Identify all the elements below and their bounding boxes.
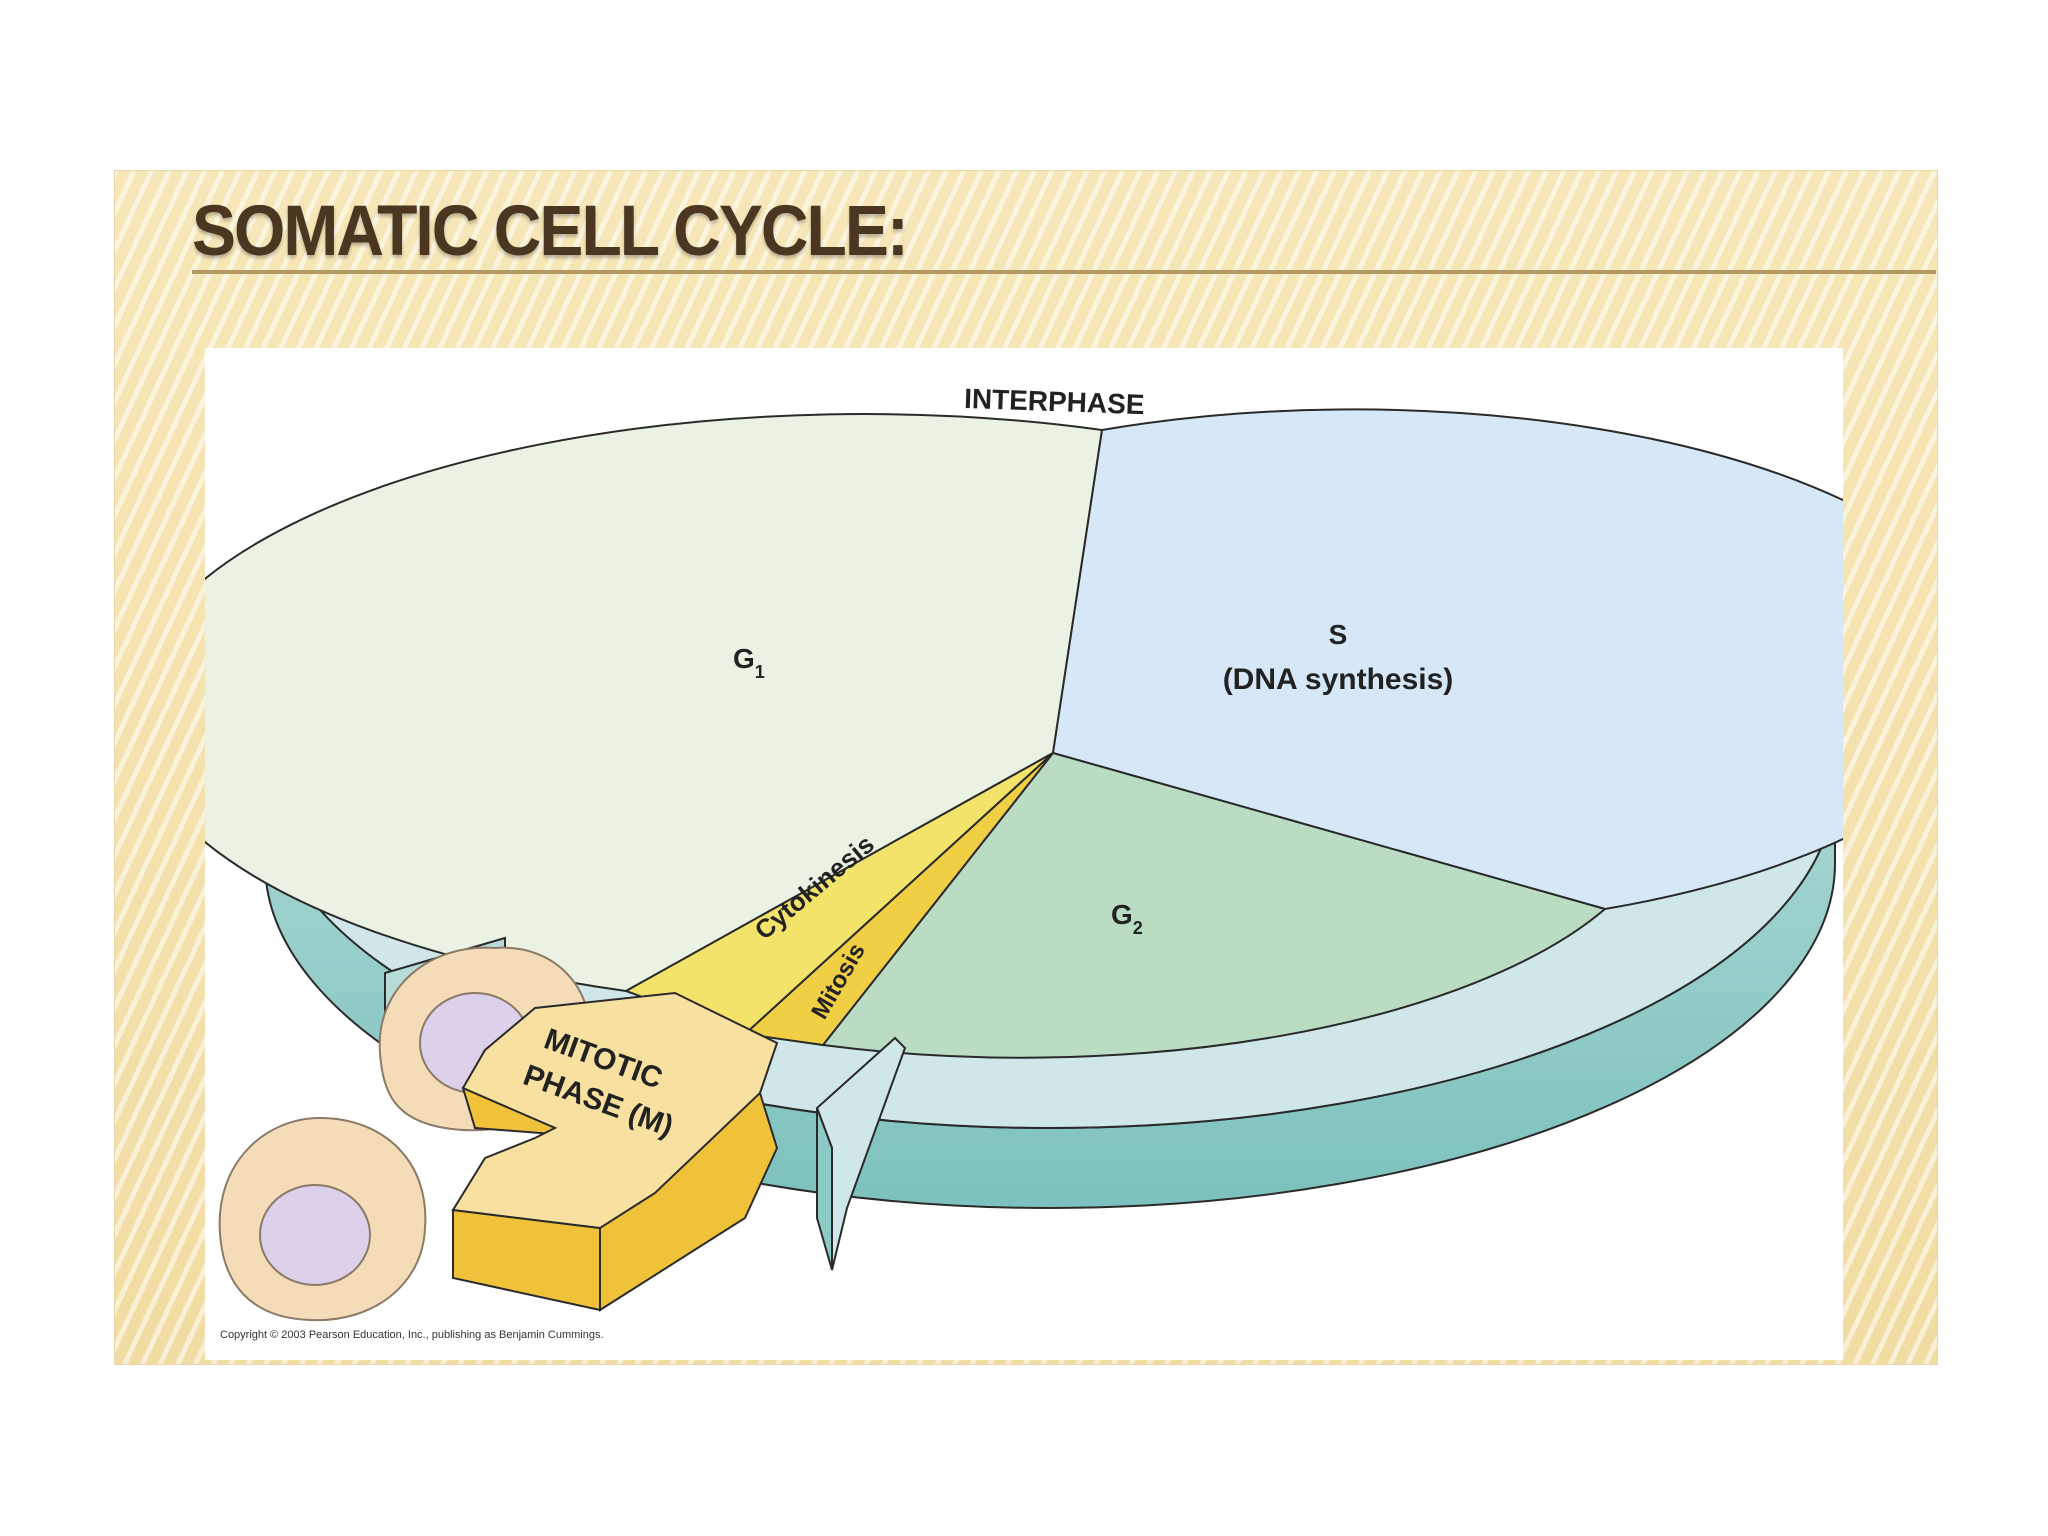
copyright-notice: Copyright © 2003 Pearson Education, Inc.… [220,1329,604,1341]
daughter-cell-lower [218,1116,427,1322]
g1-sector [205,413,1104,993]
g2-label: G2 [1111,899,1143,938]
g1-label: G1 [733,643,765,682]
title-underline [192,270,1936,274]
mitotic-phase-arrow [451,991,779,1230]
dna-synthesis-label: (DNA synthesis) [1223,663,1454,696]
interphase-label: INTERPHASE [964,383,1145,420]
ring-arrowhead-side [816,1107,833,1271]
slide-title: SOMATIC CELL CYCLE: [192,190,909,270]
slide: SOMATIC CELL CYCLE: [114,170,1938,1365]
s-label: S [1329,619,1348,650]
cell-cycle-figure: INTERPHASE G1 S (DNA synthesis) G2 Cytok… [205,348,1843,1360]
g2-sector [821,751,1608,1059]
s-sector [1051,408,1843,911]
cell-cycle-diagram: INTERPHASE G1 S (DNA synthesis) G2 Cytok… [205,383,1843,1341]
nucleus [259,1184,371,1286]
